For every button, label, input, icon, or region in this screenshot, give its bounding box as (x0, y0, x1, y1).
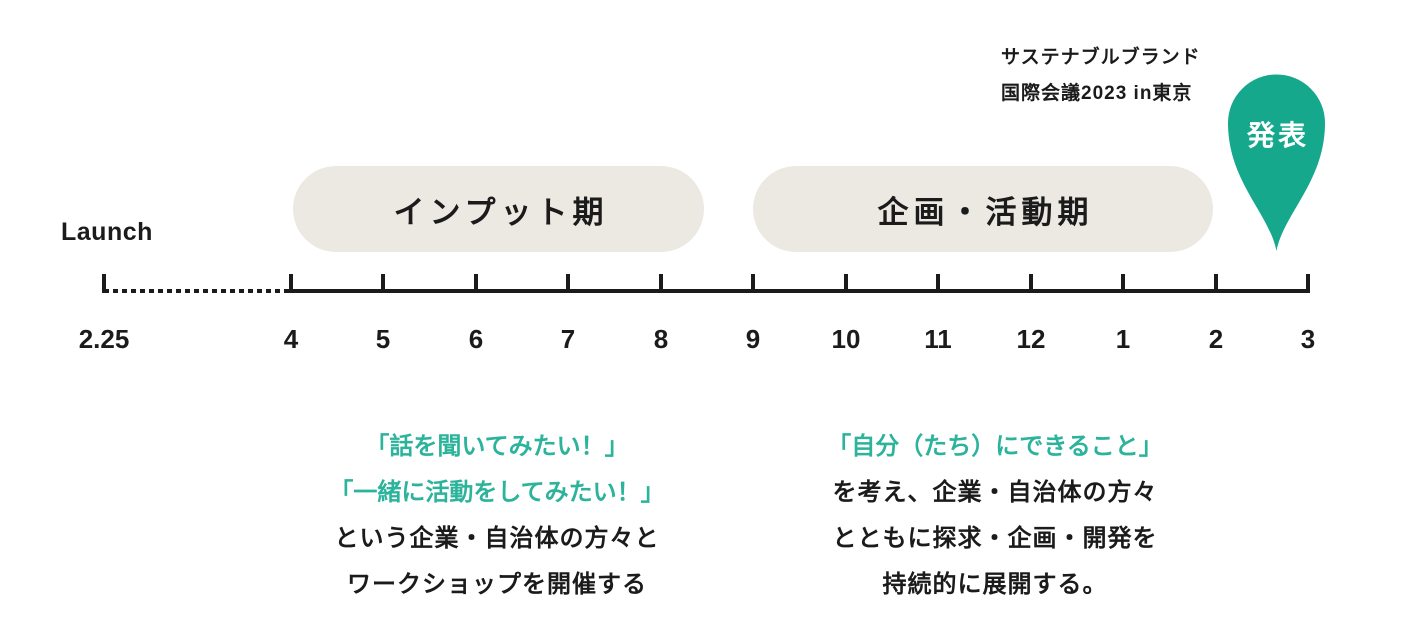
tick-label: 5 (375, 324, 391, 354)
axis-tick (289, 274, 293, 293)
tick-label: 2.25 (78, 324, 130, 354)
phase-pill-activity: 企画・活動期 (753, 166, 1213, 252)
tick-label: 9 (745, 324, 761, 354)
tick-label: 8 (653, 324, 669, 354)
axis-tick (102, 274, 106, 293)
axis-tick (381, 274, 385, 293)
map-pin-icon (1228, 74, 1325, 251)
axis-tick (751, 274, 755, 293)
axis-tick (1121, 274, 1125, 293)
description-line: 「一緒に活動をしてみたい！」 (329, 479, 665, 506)
axis-tick (1306, 274, 1310, 293)
description-block-activity: 「自分（たち）にできること」 を考え、企業・自治体の方々 とともに探求・企画・開… (765, 424, 1225, 608)
event-annotation-line2: 国際会議2023 in東京 (1001, 83, 1193, 104)
phase-pill-input: インプット期 (293, 166, 704, 252)
axis-baseline (289, 289, 1310, 293)
tick-label: 10 (831, 324, 861, 354)
description-line: とともに探求・企画・開発を (832, 525, 1158, 552)
tick-label: 2 (1208, 324, 1224, 354)
tick-label: 11 (924, 324, 952, 354)
axis-tick (474, 274, 478, 293)
description-line: を考え、企業・自治体の方々 (832, 479, 1158, 506)
event-annotation: サステナブルブランド 国際会議2023 in東京 (1001, 40, 1201, 112)
axis-tick (936, 274, 940, 293)
axis-dotted-segment (104, 289, 290, 293)
announcement-pin-label: 発表 (1246, 120, 1309, 151)
tick-label: 3 (1300, 324, 1316, 354)
tick-label: 7 (560, 324, 576, 354)
tick-label: 4 (283, 324, 299, 354)
description-line: 「自分（たち）にできること」 (827, 433, 1163, 460)
announcement-pin: 発表 (1227, 73, 1326, 251)
event-annotation-line1: サステナブルブランド (1001, 47, 1201, 68)
tick-label: 12 (1016, 324, 1046, 354)
description-line: という企業・自治体の方々と (334, 525, 660, 552)
axis-tick (566, 274, 570, 293)
description-line: ワークショップを開催する (347, 571, 647, 598)
axis-tick (1029, 274, 1033, 293)
description-line: 「話を聞いてみたい！」 (365, 433, 629, 460)
launch-label: Launch (61, 218, 153, 246)
description-line: 持続的に展開する。 (882, 571, 1108, 598)
axis-tick (1214, 274, 1218, 293)
tick-label: 6 (468, 324, 484, 354)
axis-tick (844, 274, 848, 293)
tick-label: 1 (1115, 324, 1131, 354)
axis-tick (659, 274, 663, 293)
description-block-input: 「話を聞いてみたい！」 「一緒に活動をしてみたい！」 という企業・自治体の方々と… (267, 424, 727, 608)
